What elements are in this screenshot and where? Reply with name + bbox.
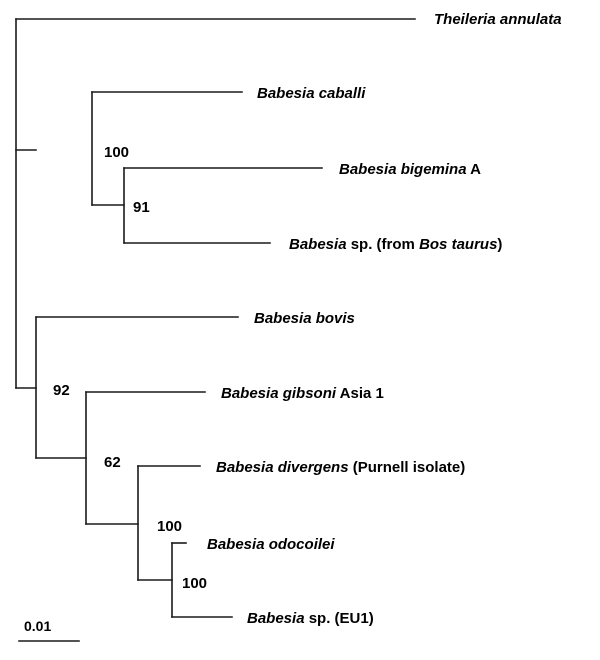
taxon-babesia-caballi: Babesia caballi <box>257 85 366 102</box>
taxon-babesia-bovis: Babesia bovis <box>254 310 355 327</box>
bootstrap-value: 100 <box>104 144 129 161</box>
taxon-babesia-sp-bos-taurus: Babesia sp. (from Bos taurus) <box>289 236 502 253</box>
taxon-babesia-gibsoni-asia-1: Babesia gibsoni Asia 1 <box>221 385 384 402</box>
taxon-babesia-sp-eu1: Babesia sp. (EU1) <box>247 610 374 627</box>
bootstrap-value: 92 <box>53 382 70 399</box>
taxon-babesia-divergens: Babesia divergens (Purnell isolate) <box>216 459 465 476</box>
taxon-theileria-annulata: Theileria annulata <box>434 11 562 28</box>
taxon-babesia-bigemina-a: Babesia bigemina A <box>339 161 481 178</box>
bootstrap-value: 91 <box>133 199 150 216</box>
taxon-babesia-odocoilei: Babesia odocoilei <box>207 536 335 553</box>
bootstrap-value: 100 <box>157 518 182 535</box>
bootstrap-value: 62 <box>104 454 121 471</box>
scale-bar-label: 0.01 <box>24 618 51 634</box>
bootstrap-value: 100 <box>182 575 207 592</box>
